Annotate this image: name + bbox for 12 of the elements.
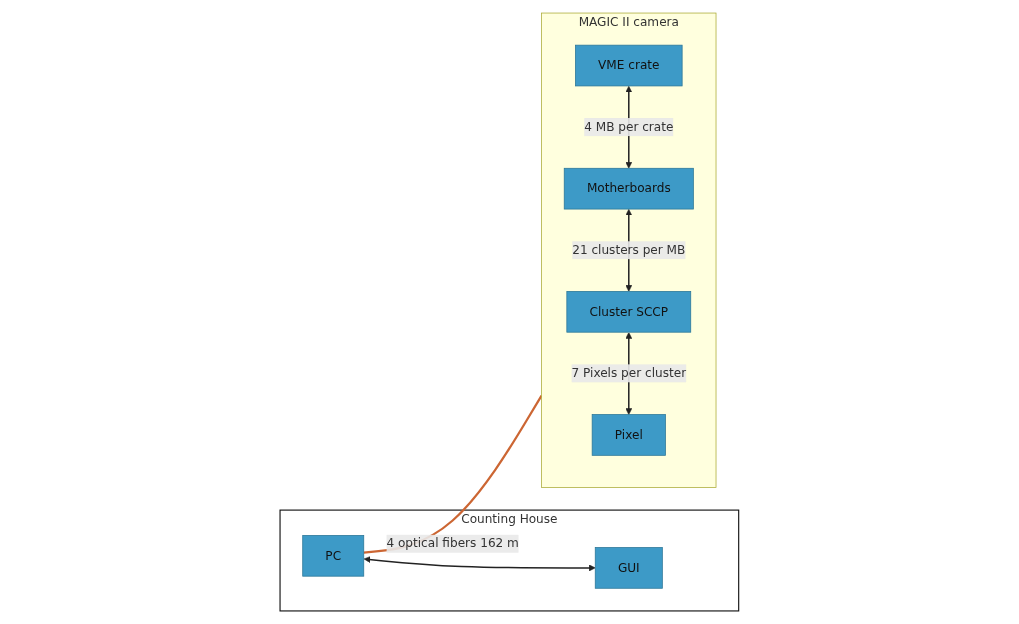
- node-box: Cluster SCCP: [566, 291, 692, 333]
- edge-label: 4 MB per crate: [584, 119, 674, 134]
- connector: [363, 395, 543, 554]
- node-box: PC: [302, 535, 365, 577]
- node-box: Pixel: [591, 414, 666, 456]
- node-box: Motherboards: [563, 167, 694, 210]
- arrow: [363, 556, 596, 572]
- edge-label: 21 clusters per MB: [572, 242, 686, 258]
- edge-label: 4 optical fibers 162 m: [386, 536, 520, 551]
- node-box: VME crate: [575, 44, 683, 87]
- node-box: GUI: [595, 547, 663, 589]
- edge-label: 7 Pixels per cluster: [571, 365, 687, 381]
